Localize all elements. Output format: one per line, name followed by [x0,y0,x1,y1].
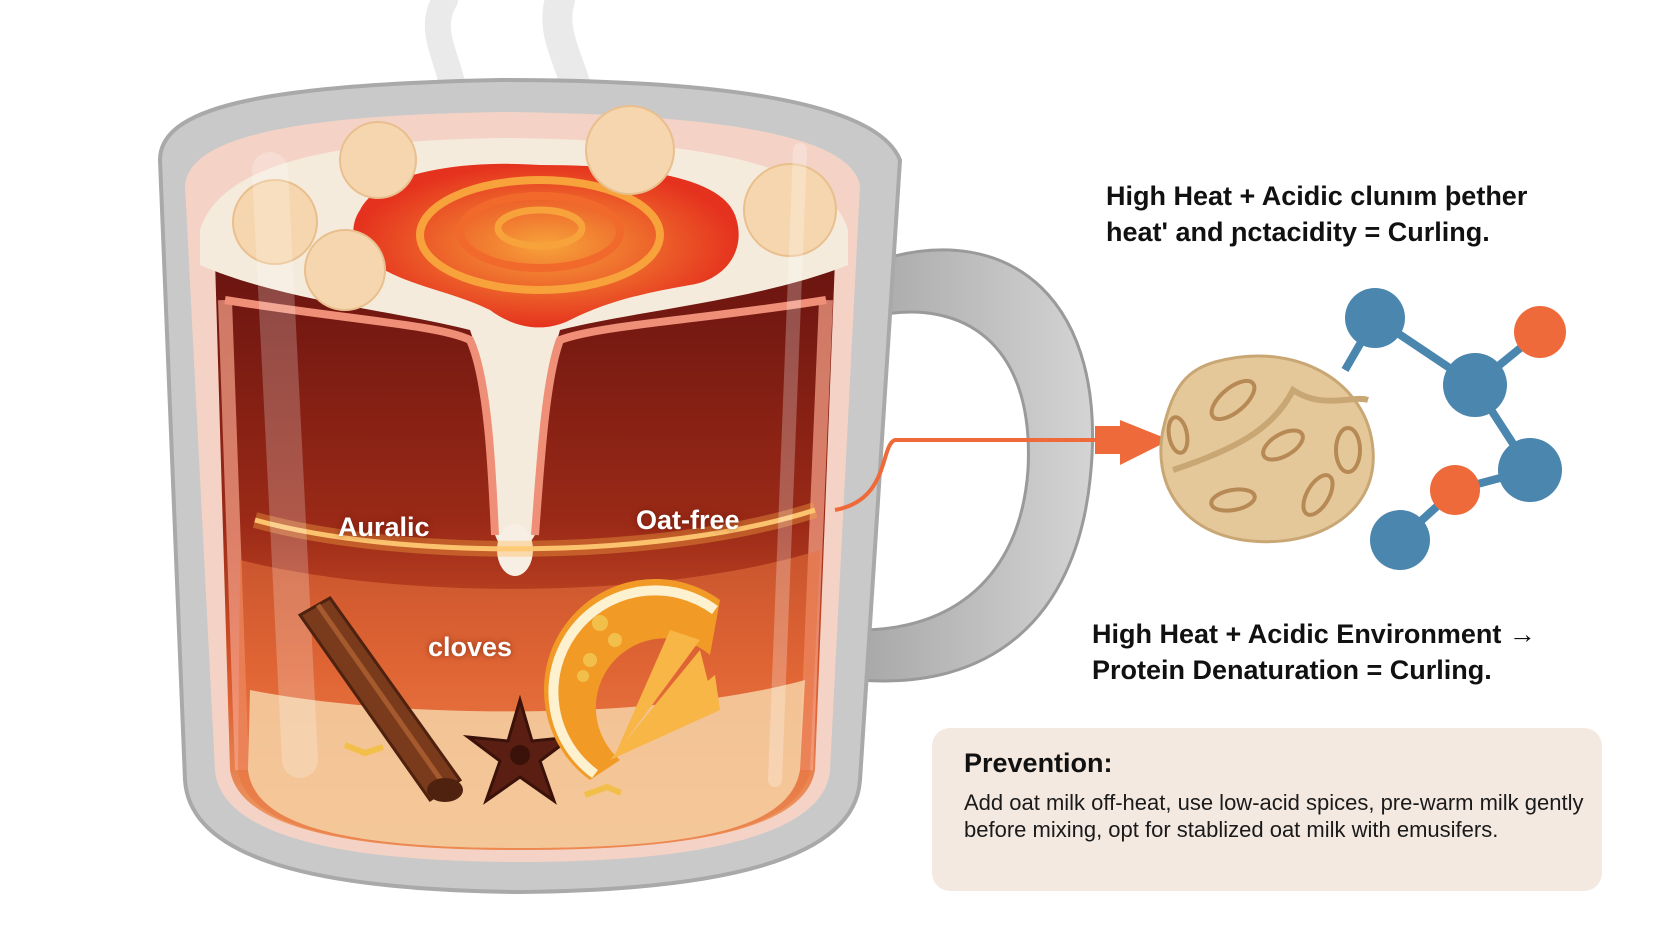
label-auralic: Auralic [338,512,430,542]
mid-note: High Heat + Acidic Environment → Protein… [1092,616,1612,688]
spice-bits [343,615,623,798]
pointer-arrow [834,420,1170,512]
orange-slice [543,578,720,780]
oat-grain [1159,354,1375,544]
prevention-body: Add oat milk off-heat, use low-acid spic… [964,790,1584,842]
prevention-title: Prevention: [964,748,1113,778]
prevention-box: Prevention: Add oat milk off-heat, use l… [932,728,1602,891]
mid-note-line-1: High Heat + Acidic Environment → [1092,619,1536,649]
top-note: High Heat + Acidic clunım þether heat' a… [1106,178,1606,250]
curd-globules [232,105,837,311]
protein-molecule [1341,288,1566,570]
top-note-line-2: heat' and ɲctacidity = Curling. [1106,217,1490,247]
label-oat-free: Oat-free [636,505,740,535]
cinnamon-stick [297,596,463,803]
label-cloves: cloves [428,632,513,662]
mid-note-line-2: Protein Denaturation = Curling. [1092,655,1492,685]
mug-handle [858,248,1095,683]
top-note-line-1: High Heat + Acidic clunım þether [1106,181,1528,211]
